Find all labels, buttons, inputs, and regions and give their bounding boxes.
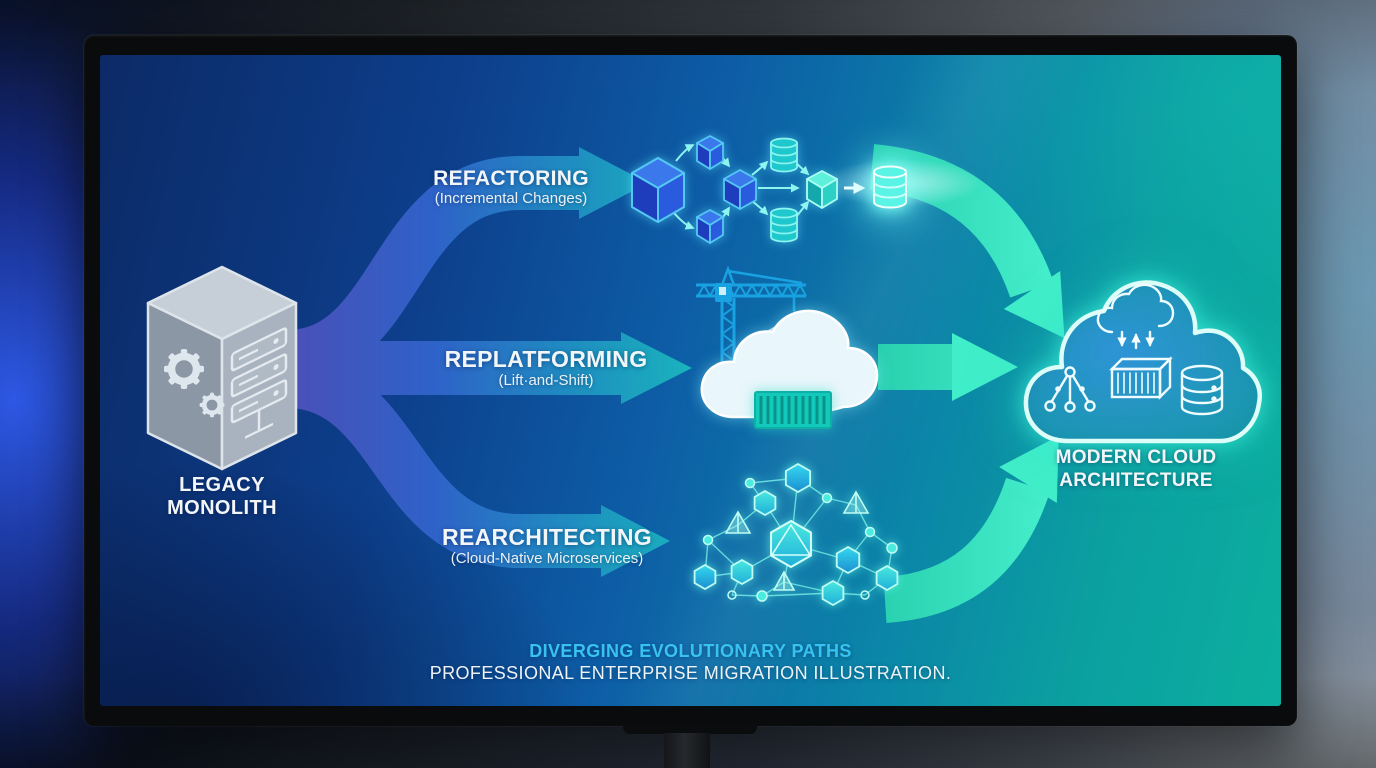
refactoring-title: REFACTORING: [433, 167, 589, 190]
hex-node: [695, 565, 716, 589]
legacy-monolith-label: LEGACY MONOLITH: [167, 474, 277, 519]
converge-arrow-middle: [878, 333, 1018, 401]
rearchitecting-subtitle: (Cloud-Native Microservices): [450, 550, 644, 567]
hex-node: [877, 566, 898, 590]
database-outline-icon: [1180, 364, 1224, 416]
rearchitecting-label: REARCHITECTING (Cloud-Native Microservic…: [417, 525, 677, 568]
triangle-node: [724, 490, 870, 591]
caption: DIVERGING EVOLUTIONARY PATHS PROFESSIONA…: [100, 640, 1281, 684]
refactoring-subtitle: (Incremental Changes): [434, 190, 588, 207]
hex-node: [837, 547, 860, 573]
database-icon-bottom: [770, 207, 798, 243]
tv-stand-mount: [623, 722, 757, 734]
container-outline-icon: [1109, 356, 1173, 400]
circle-node: [702, 477, 898, 602]
cloud-transfer-icon: [1096, 283, 1175, 350]
legacy-monolith-icon: [146, 265, 298, 471]
modern-cloud-label: MODERN CLOUD ARCHITECTURE: [1055, 447, 1217, 491]
replatforming-icons: [696, 265, 879, 429]
container-icon: [754, 391, 832, 429]
rearchitecting-title: REARCHITECTING: [442, 524, 652, 550]
replatforming-label: REPLATFORMING (Lift·and-Shift): [416, 347, 676, 390]
tv-frame: REFACTORING (Incremental Changes) REPLAT…: [84, 35, 1297, 726]
hierarchy-icon: [1044, 366, 1096, 413]
hex-node-central: [771, 521, 811, 567]
cube-icon-mid: [723, 169, 757, 210]
tv-stand-pole: [664, 733, 710, 768]
hex-node: [786, 464, 810, 492]
converge-arrow-bottom: [882, 435, 1059, 623]
modern-cloud-icon: [1023, 280, 1262, 444]
tv-screen: REFACTORING (Incremental Changes) REPLAT…: [100, 55, 1281, 706]
hex-node: [823, 581, 844, 605]
database-icon-glow: [873, 165, 907, 209]
replatforming-title: REPLATFORMING: [444, 346, 648, 372]
cloud-icon: [700, 309, 879, 419]
cube-icon-teal: [806, 170, 838, 209]
refactoring-icons: [631, 135, 982, 244]
replatforming-arrow: [292, 332, 692, 404]
cube-icon-small-bottom: [696, 209, 724, 244]
hex-node: [732, 560, 753, 584]
hex-node: [755, 491, 776, 515]
cube-icon-small-top: [696, 135, 724, 170]
database-icon-top: [770, 137, 798, 173]
rearchitecting-arrow: [288, 354, 670, 577]
cube-icon-large: [631, 157, 685, 223]
refactoring-label: REFACTORING (Incremental Changes): [391, 167, 631, 207]
caption-line2: PROFESSIONAL ENTERPRISE MIGRATION ILLUST…: [429, 663, 952, 683]
caption-line1: DIVERGING EVOLUTIONARY PATHS: [529, 641, 852, 661]
server-rack-icon: [230, 327, 288, 439]
microservices-mesh-icon: [695, 464, 898, 605]
replatforming-subtitle: (Lift·and-Shift): [498, 372, 594, 389]
migration-diagram: [146, 135, 1262, 623]
